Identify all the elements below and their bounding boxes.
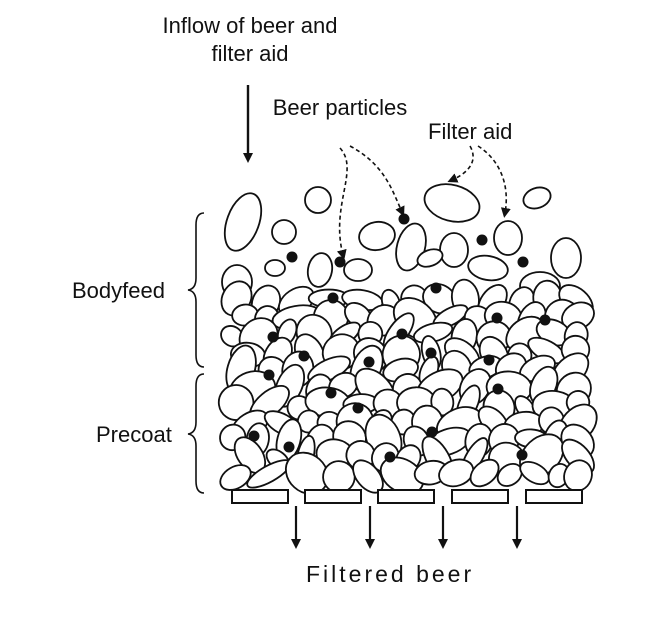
septum-slot-icon [526, 490, 582, 503]
inflow-label: Inflow of beer and filter aid [150, 12, 350, 68]
filter-cake [215, 178, 604, 502]
septum-slot-icon [232, 490, 288, 503]
beer-particle [264, 370, 275, 381]
filter-aid-particle [344, 259, 372, 281]
beer-particle [477, 235, 488, 246]
beer-particle [427, 427, 438, 438]
filter-aid-particle [218, 188, 269, 255]
beer-particle [353, 403, 364, 414]
filter-aid-particle [466, 253, 510, 284]
beer-particles-label-text: Beer particles [270, 94, 410, 122]
beer-particle [397, 329, 408, 340]
beer-particle [326, 388, 337, 399]
beer-particle [287, 252, 298, 263]
filter-aid-particle [265, 260, 285, 276]
beer-particle [493, 384, 504, 395]
precoat-label: Precoat [96, 421, 172, 449]
bodyfeed-brace-icon [188, 213, 204, 367]
beer-particle [385, 452, 396, 463]
filter-aid-particle [272, 220, 296, 244]
precoat-brace-icon [188, 374, 204, 493]
filtered-outflow-arrows [296, 506, 517, 544]
filter-aid-pointer-icon [478, 146, 506, 213]
filter-aid-particle [494, 221, 522, 255]
inflow-label-text: Inflow of beer and filter aid [150, 12, 350, 68]
beer-particle-pointer-icon [350, 146, 402, 212]
septum-slot-icon [378, 490, 434, 503]
septum-slot-icon [452, 490, 508, 503]
filter-aid-particle [551, 238, 581, 278]
beer-particle [335, 257, 346, 268]
bodyfeed-label: Bodyfeed [72, 277, 165, 305]
beer-particle [431, 283, 442, 294]
beer-particle [518, 257, 529, 268]
filter-aid-particle [520, 184, 553, 212]
filter-aid-particle [305, 251, 335, 289]
beer-particle [540, 315, 551, 326]
beer-particle [249, 431, 260, 442]
filtered-beer-label: Filtered beer [306, 560, 474, 588]
septum-slot-icon [305, 490, 361, 503]
beer-particle [284, 442, 295, 453]
beer-particles-label: Beer particles [270, 94, 410, 122]
beer-particle [299, 351, 310, 362]
beer-particle [484, 355, 495, 366]
filter-septum [232, 490, 582, 503]
beer-particle [492, 313, 503, 324]
filter-aid-label: Filter aid [428, 118, 512, 146]
filter-aid-particle [357, 219, 397, 253]
filter-aid-particle [440, 233, 468, 267]
beer-particle [517, 450, 528, 461]
beer-particle [426, 348, 437, 359]
filter-aid-particle [420, 178, 483, 227]
filter-aid-pointer-icon [452, 146, 473, 180]
beer-particle [328, 293, 339, 304]
beer-particle [399, 214, 410, 225]
beer-particle [364, 357, 375, 368]
beer-particle [268, 332, 279, 343]
filter-aid-particle [305, 187, 331, 213]
beer-particle-pointer-icon [340, 148, 347, 255]
